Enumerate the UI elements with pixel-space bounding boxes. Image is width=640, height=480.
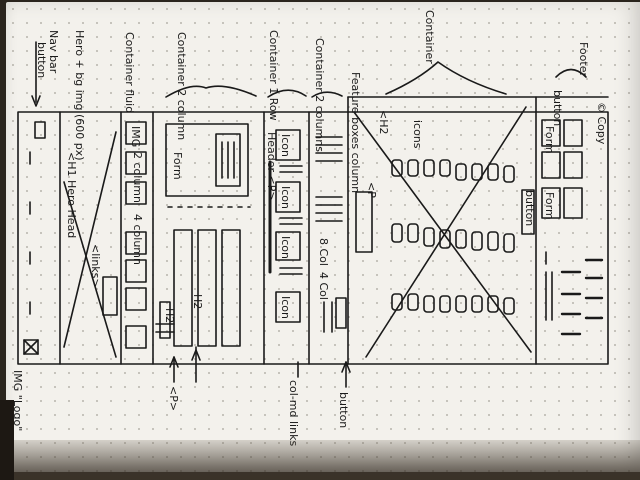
h2-annotation-2: H2 [191,294,204,309]
h1-annotation: <H1 Hero Head [65,152,78,238]
icon-annotation-1: Icon [279,134,292,157]
links-annotation: <links> [89,244,102,288]
container-fluid-annotation: Container fluid [123,32,136,113]
container-1row-annotation: Container 1 Row [267,30,280,121]
copyright-annotation: © Copy [595,102,608,145]
feature-icons-row-3 [391,293,515,315]
bottom-button-annotation: button [337,392,350,428]
icon-annotation-4: Icon [279,296,292,319]
feature-button-box [521,189,535,235]
two-column-annotation: 2 column [131,152,144,203]
icons-annotation: icons [411,120,424,149]
photo-shadow [0,440,640,480]
feature-h2-box [355,191,373,253]
eight-col-annotation: 8 Col [317,238,330,266]
footer-link-bars [560,258,604,336]
feature-icons-row-1 [391,159,515,183]
footer-form-annotation-2: Form [543,192,556,220]
form-box [165,123,249,197]
icon-annotation-2: Icon [279,186,292,209]
h2-label-annotation: <H2 [377,110,390,135]
feature-cross-a [353,111,532,353]
footer-button-annotation: button [551,90,564,126]
wireframe-sketch [17,41,609,388]
button-annotation: button [35,42,48,78]
feature-button-annotation: button [523,190,536,226]
img-annotation: IMG [129,126,142,147]
header-p-annotation: Header <P> [265,132,278,201]
logo-box [23,339,39,355]
hero-cross-b [63,131,117,348]
nav-bar-annotation: Nav bar [47,30,60,74]
icon-annotation-3: Icon [279,236,292,259]
col-md-links-annotation: col-md links [287,380,300,446]
img-logo-annotation: IMG "Logo" [11,370,24,431]
feature-boxes-annotation: Feature boxes column [349,72,362,193]
four-col-annotation: 4 Col [317,272,330,300]
footer-annotation: Footer [577,42,590,77]
wireframe-frame [17,111,609,365]
four-column-annotation: 4 column [131,214,144,265]
container-top-annotation: Container [423,10,436,64]
nav-button-box [34,121,46,139]
hero-button-box [102,276,118,316]
container-2col-annotation: Container 2 column [175,32,188,140]
p-annotation: <P> [167,386,180,411]
hero-annotation: Hero + bg img (600 px) [73,30,86,161]
feature-cross-b [365,106,527,358]
annotation-layer: button Nav bar Hero + bg img (600 px) Co… [11,10,608,446]
feature-icons-row-2 [391,223,515,253]
container-2columns-annotation: Container 2 columns [313,38,326,152]
h2-annotation-1: H2 [163,308,176,323]
p-small-annotation: <P [365,182,378,198]
hero-cross-a [63,181,117,358]
footer-form-annotation-1: Form [543,126,556,154]
table-edge [0,400,14,480]
form-annotation: Form [171,152,184,180]
notebook-page: button Nav bar Hero + bg img (600 px) Co… [6,2,640,472]
